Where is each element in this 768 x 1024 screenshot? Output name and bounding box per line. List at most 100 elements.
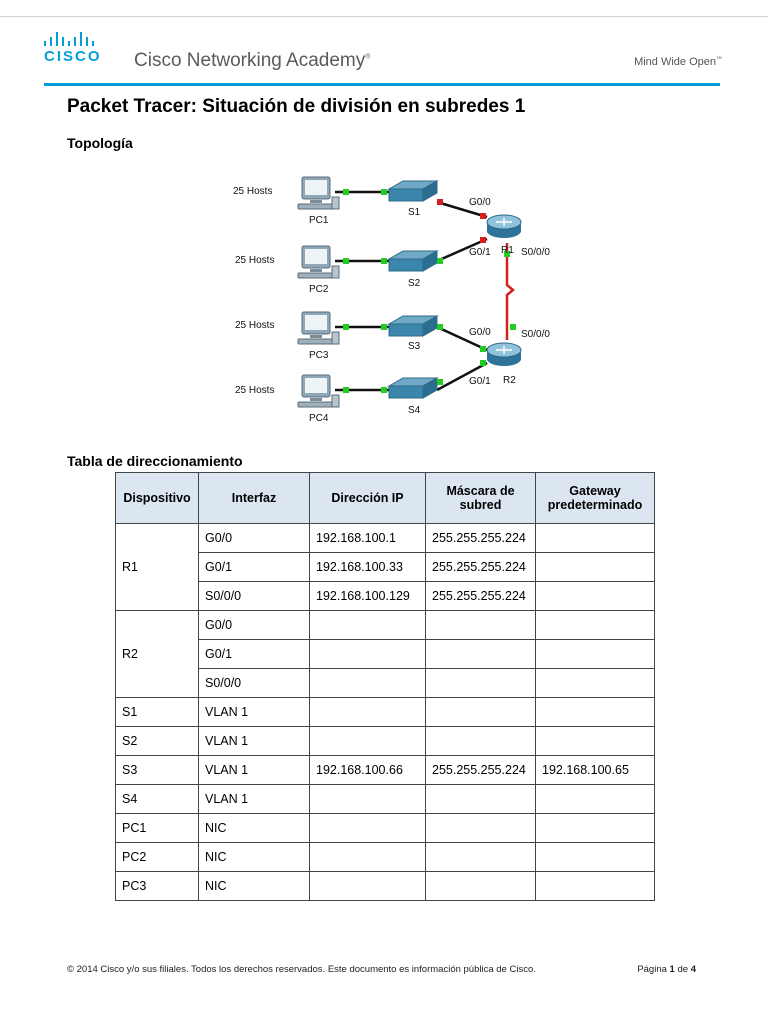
router-label: R2 bbox=[503, 375, 516, 386]
ip-cell bbox=[309, 639, 426, 669]
switch-label: S1 bbox=[408, 207, 421, 218]
academy-name: Cisco Networking Academy® bbox=[134, 50, 371, 71]
table-header-row: Dispositivo Interfaz Dirección IP Máscar… bbox=[115, 472, 655, 524]
cisco-wordmark: CISCO bbox=[44, 48, 102, 65]
interface-cell: G0/0 bbox=[198, 610, 310, 640]
device-cell: PC2 bbox=[115, 842, 199, 872]
port-label: S0/0/0 bbox=[521, 329, 550, 340]
interface-cell: VLAN 1 bbox=[198, 726, 310, 756]
table-row: S0/0/0 bbox=[116, 668, 655, 698]
pc1-icon bbox=[297, 176, 340, 210]
ip-cell bbox=[309, 784, 426, 814]
pc-switch-links bbox=[335, 190, 391, 392]
gateway-cell bbox=[535, 784, 655, 814]
column-header: Máscara de subred bbox=[425, 472, 536, 524]
pc2-icon bbox=[297, 245, 340, 279]
mask-cell bbox=[425, 842, 536, 872]
top-rule bbox=[0, 16, 768, 17]
gateway-cell bbox=[535, 842, 655, 872]
tagline: Mind Wide Open™ bbox=[634, 56, 722, 68]
hosts-label: 25 Hosts bbox=[235, 385, 274, 396]
pc-label: PC4 bbox=[309, 413, 329, 424]
switch-label: S3 bbox=[408, 341, 421, 352]
column-header: Interfaz bbox=[198, 472, 310, 524]
device-cell: S4 bbox=[115, 784, 199, 814]
mask-cell: 255.255.255.224 bbox=[425, 755, 536, 785]
port-label: S0/0/0 bbox=[521, 247, 550, 258]
mask-cell bbox=[425, 784, 536, 814]
gateway-cell: 192.168.100.65 bbox=[535, 755, 655, 785]
interface-cell: NIC bbox=[198, 871, 310, 901]
interface-cell: VLAN 1 bbox=[198, 784, 310, 814]
port-label: G0/0 bbox=[469, 327, 491, 338]
interface-cell: S0/0/0 bbox=[198, 581, 310, 611]
device-cell: S1 bbox=[115, 697, 199, 727]
interface-cell: VLAN 1 bbox=[198, 697, 310, 727]
table-row: G0/1 bbox=[116, 639, 655, 669]
gateway-cell bbox=[535, 871, 655, 901]
topology-diagram: 25 Hosts 25 Hosts 25 Hosts 25 Hosts PC1 … bbox=[225, 165, 565, 435]
page-number: Página 1 de 4 bbox=[637, 964, 696, 975]
gateway-cell bbox=[535, 610, 655, 640]
mask-cell: 255.255.255.224 bbox=[425, 523, 536, 553]
ip-cell bbox=[309, 697, 426, 727]
ip-cell bbox=[309, 871, 426, 901]
gateway-cell bbox=[535, 523, 655, 553]
footer-copyright: © 2014 Cisco y/o sus filiales. Todos los… bbox=[67, 964, 536, 975]
device-cell: PC3 bbox=[115, 871, 199, 901]
interface-cell: G0/1 bbox=[198, 639, 310, 669]
mask-cell bbox=[425, 639, 536, 669]
hosts-label: 25 Hosts bbox=[233, 186, 272, 197]
gateway-cell bbox=[535, 813, 655, 843]
port-label: G0/0 bbox=[469, 197, 491, 208]
device-cell: PC1 bbox=[115, 813, 199, 843]
router-label: R1 bbox=[501, 245, 514, 256]
mask-cell bbox=[425, 668, 536, 698]
topology-heading: Topología bbox=[67, 135, 133, 151]
column-header: Dirección IP bbox=[309, 472, 426, 524]
cisco-bars-icon bbox=[44, 32, 102, 46]
interface-cell: VLAN 1 bbox=[198, 755, 310, 785]
device-cell: R2 bbox=[115, 610, 199, 698]
switch-router-links bbox=[436, 200, 488, 392]
ip-cell bbox=[309, 842, 426, 872]
s1-icon bbox=[388, 180, 438, 202]
gateway-cell bbox=[535, 668, 655, 698]
header-rule bbox=[44, 83, 720, 86]
gateway-cell bbox=[535, 581, 655, 611]
switch-label: S4 bbox=[408, 405, 421, 416]
port-label: G0/1 bbox=[469, 247, 491, 258]
switch-label: S2 bbox=[408, 278, 421, 289]
device-cell: R1 bbox=[115, 523, 199, 611]
r2-icon bbox=[486, 342, 522, 367]
mask-cell bbox=[425, 813, 536, 843]
ip-cell: 192.168.100.33 bbox=[309, 552, 426, 582]
gateway-cell bbox=[535, 639, 655, 669]
s3-icon bbox=[388, 315, 438, 337]
link-status-dots bbox=[343, 189, 516, 393]
interface-cell: G0/1 bbox=[198, 552, 310, 582]
addressing-table: Dispositivo Interfaz Dirección IP Máscar… bbox=[115, 472, 655, 901]
mask-cell bbox=[425, 726, 536, 756]
gateway-cell bbox=[535, 697, 655, 727]
column-header: Gateway predeterminado bbox=[535, 472, 655, 524]
port-label: G0/1 bbox=[469, 376, 491, 387]
mask-cell bbox=[425, 697, 536, 727]
pc-label: PC3 bbox=[309, 350, 329, 361]
pc-label: PC2 bbox=[309, 284, 329, 295]
interface-cell: G0/0 bbox=[198, 523, 310, 553]
pc4-icon bbox=[297, 374, 340, 408]
serial-link bbox=[505, 243, 515, 340]
interface-cell: NIC bbox=[198, 813, 310, 843]
s4-icon bbox=[388, 377, 438, 399]
ip-cell: 192.168.100.129 bbox=[309, 581, 426, 611]
cisco-logo: CISCO bbox=[44, 32, 102, 65]
device-cell: S3 bbox=[115, 755, 199, 785]
